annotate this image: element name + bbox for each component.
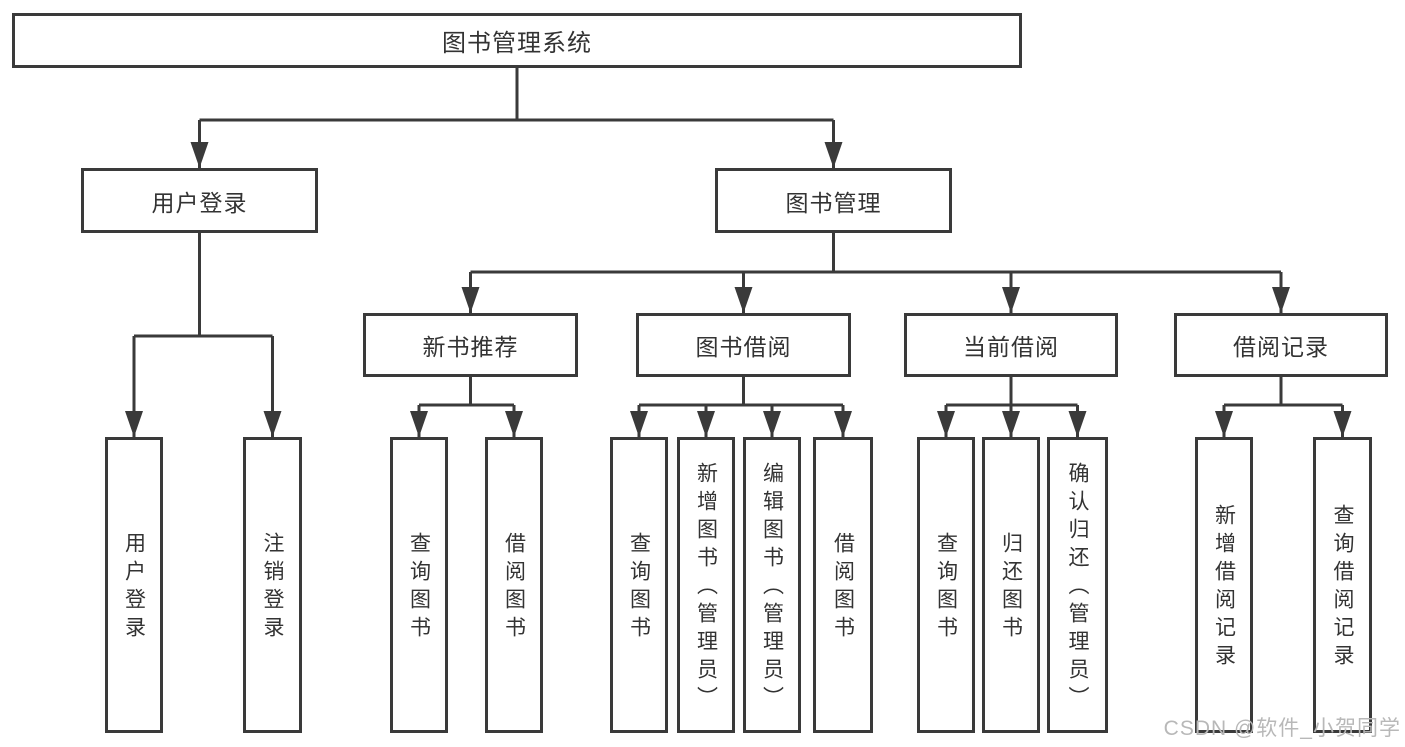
node-book-borrow: 图书借阅 [636, 313, 851, 377]
leaf-borrow-borrow-books: 借阅图书 [813, 437, 873, 733]
leaf-current-return-books: 归还图书 [982, 437, 1040, 733]
leaf-recommend-query-books: 查询图书 [390, 437, 448, 733]
node-root: 图书管理系统 [12, 13, 1022, 68]
node-new-book-recommend: 新书推荐 [363, 313, 578, 377]
leaf-current-confirm-return-admin: 确认归还（管理员） [1047, 437, 1108, 733]
leaf-user-login: 用户登录 [105, 437, 163, 733]
leaf-borrow-add-book-admin: 新增图书（管理员） [677, 437, 735, 733]
node-book-management: 图书管理 [715, 168, 952, 233]
leaf-borrow-query-books: 查询图书 [610, 437, 668, 733]
csdn-watermark: CSDN @软件_小贺同学 [1163, 717, 1401, 740]
leaf-logout: 注销登录 [243, 437, 302, 733]
leaf-records-query-record: 查询借阅记录 [1313, 437, 1372, 733]
leaf-recommend-borrow-books: 借阅图书 [485, 437, 543, 733]
node-user-login: 用户登录 [81, 168, 318, 233]
leaf-current-query-books: 查询图书 [917, 437, 975, 733]
node-borrow-records: 借阅记录 [1174, 313, 1388, 377]
leaf-records-add-record: 新增借阅记录 [1195, 437, 1253, 733]
node-current-borrow: 当前借阅 [904, 313, 1118, 377]
leaf-borrow-edit-book-admin: 编辑图书（管理员） [743, 437, 801, 733]
